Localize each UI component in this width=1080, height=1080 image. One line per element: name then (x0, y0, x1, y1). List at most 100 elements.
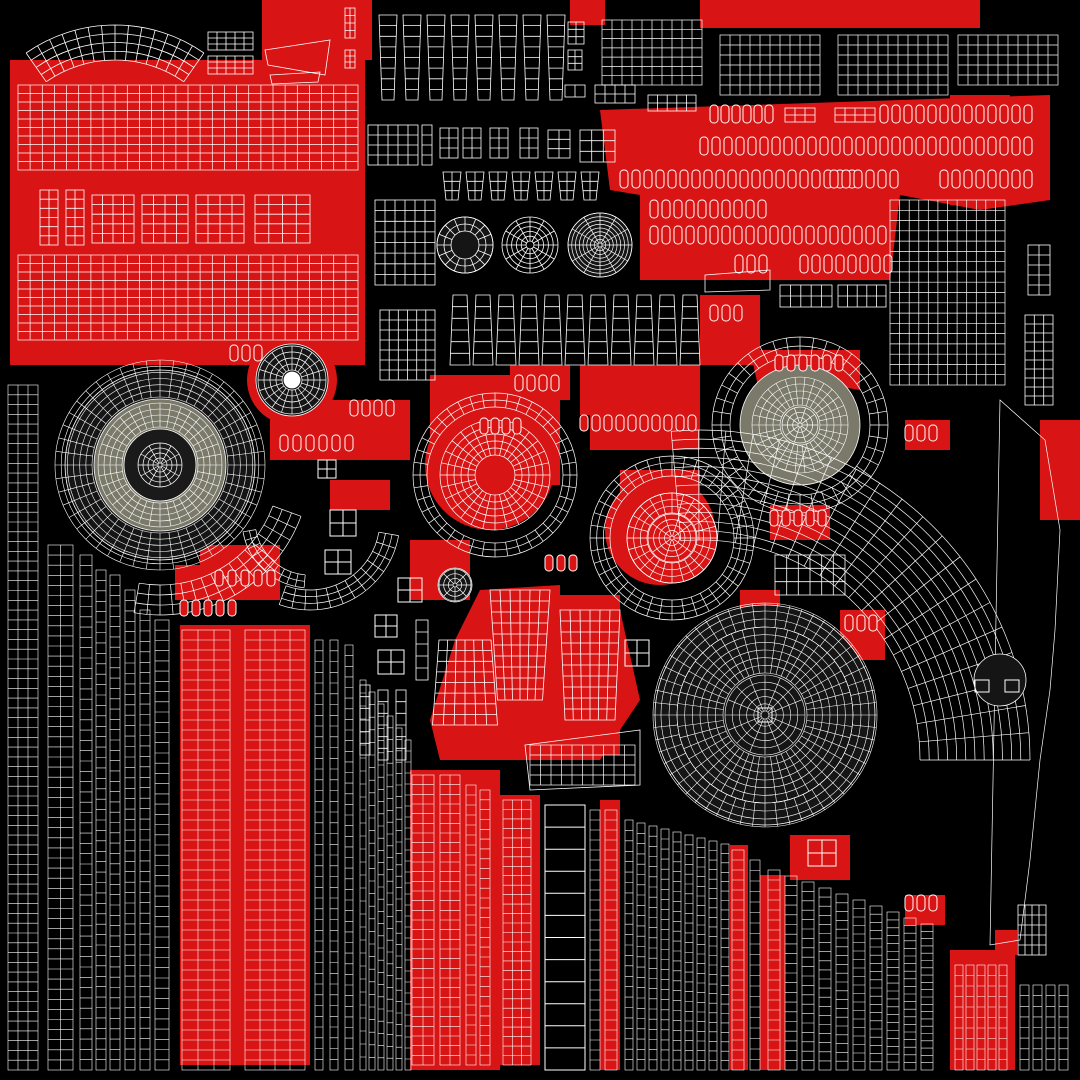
small-panel (207, 55, 254, 75)
island-lines (208, 56, 253, 74)
long-strip (154, 619, 170, 1071)
curved-wall-panel (374, 199, 436, 286)
island-border (378, 14, 398, 101)
island-lines (602, 20, 702, 85)
capsule-island (697, 225, 707, 245)
capsule-island (757, 225, 767, 245)
island-lines (490, 172, 506, 200)
capsule-island (619, 169, 629, 189)
capsule-island (865, 225, 875, 245)
capsule-island (877, 225, 887, 245)
capsule-island (203, 599, 213, 617)
capsule-island (853, 169, 863, 189)
island-lines (473, 306, 493, 354)
capsule-island (663, 414, 673, 432)
long-strip (818, 887, 832, 1071)
brick-panel-top (17, 84, 359, 171)
tapered-strip (580, 171, 600, 201)
island-lines (48, 545, 73, 1070)
short-strip (415, 619, 429, 681)
paint-region (440, 375, 470, 395)
small-panel (344, 49, 356, 69)
long-strip (95, 569, 107, 1071)
capsule-island (868, 614, 878, 632)
arc-lines (242, 529, 306, 589)
paint-region (330, 480, 390, 510)
capsule-island (1011, 136, 1021, 156)
capsule-island (661, 225, 671, 245)
capsule-island (538, 374, 548, 392)
island-lines (977, 975, 985, 1060)
red-strip (181, 629, 231, 1071)
red-strip (965, 964, 975, 1071)
center-disc-grid (137, 442, 183, 488)
center-disc (283, 371, 301, 389)
capsule-island (639, 414, 649, 432)
outer-ring-island (589, 455, 755, 621)
column-strip (495, 294, 517, 366)
capsule-row (179, 599, 237, 617)
island-lines (838, 35, 948, 95)
long-strip (801, 881, 815, 1071)
paint-region (425, 400, 555, 530)
capsule-island (843, 136, 853, 156)
island-lines (490, 128, 508, 158)
column-strip (472, 294, 494, 366)
island-lines (588, 306, 608, 354)
island-lines (560, 609, 620, 721)
paint-region (570, 0, 605, 25)
capsule-island (703, 169, 713, 189)
long-strip (720, 843, 730, 1071)
island-lines (590, 819, 600, 1061)
long-strip (903, 917, 917, 1071)
island-lines (523, 25, 541, 90)
capsule-island (915, 136, 925, 156)
capsule-island (191, 599, 201, 617)
capsule-island (916, 894, 926, 912)
ring-spokes (502, 217, 558, 273)
small-panel (439, 127, 459, 159)
ring-spokes (648, 515, 696, 561)
island-lines (451, 25, 469, 90)
island-lines (315, 650, 323, 1060)
capsule-island (745, 225, 755, 245)
capsule-row (879, 104, 1033, 124)
ladder-strip (544, 804, 586, 1071)
island-lines (661, 838, 669, 1061)
island-lines (904, 925, 916, 1063)
capsule-island (798, 354, 808, 372)
island-lines (921, 931, 933, 1063)
island-lines (966, 975, 974, 1060)
ring-spokes (627, 493, 717, 583)
small-panel (1004, 679, 1020, 693)
capsule-island (823, 254, 833, 274)
capsule-island (733, 225, 743, 245)
long-strip (767, 869, 781, 1071)
small-panel (344, 7, 356, 39)
small-panel (579, 129, 616, 163)
small-panel (564, 84, 586, 98)
column-strip (564, 294, 586, 366)
island-lines (396, 739, 402, 1059)
capsule-island (742, 104, 752, 124)
disc-grid-island (438, 568, 472, 602)
capsule-island (829, 169, 839, 189)
small-panel (837, 284, 887, 308)
red-strip (998, 964, 1008, 1071)
capsule-island (811, 254, 821, 274)
long-strip (109, 574, 121, 1071)
roof-panel (719, 34, 821, 96)
capsule-island (721, 304, 731, 322)
capsule-island (685, 225, 695, 245)
capsule-island (975, 136, 985, 156)
island-lines (475, 25, 493, 90)
island-lines (530, 745, 635, 785)
tapered-strip (511, 171, 531, 201)
capsule-island (975, 104, 985, 124)
capsule-island (891, 136, 901, 156)
capsule-island (879, 104, 889, 124)
small-panel (807, 839, 837, 867)
tapered-strip (474, 14, 494, 101)
small-panel (647, 94, 697, 112)
